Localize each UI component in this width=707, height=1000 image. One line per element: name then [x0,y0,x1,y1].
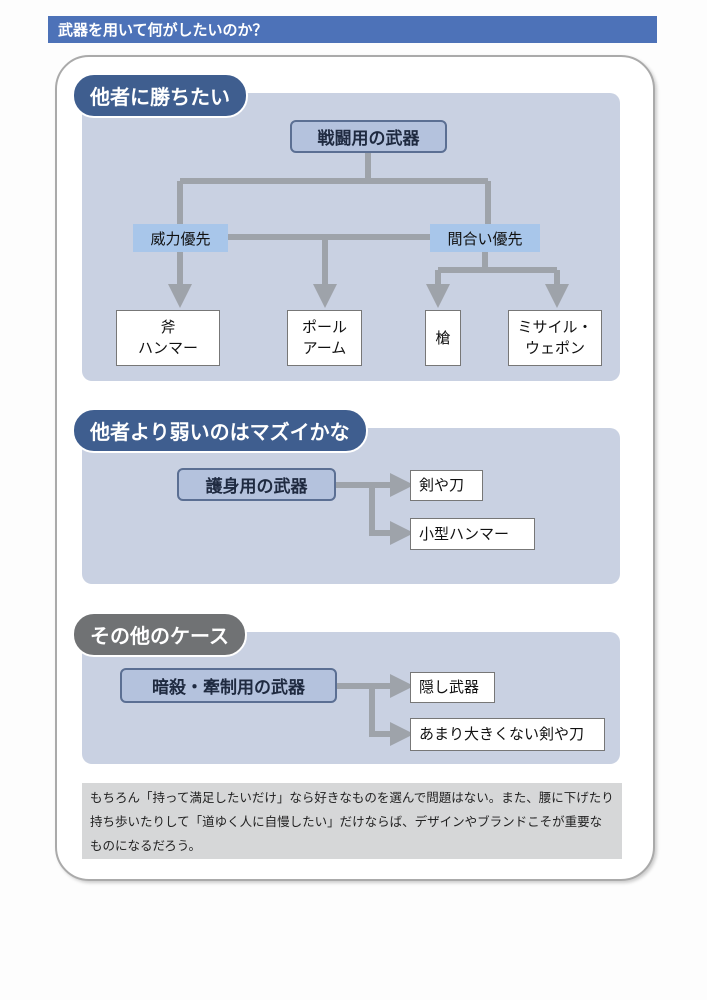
self-defense-connector [336,482,398,536]
reach-connector [438,252,557,273]
section-title-1: 他者に勝ちたい [72,73,248,118]
leaf-hidden-weapon: 隠し武器 [410,672,495,703]
leaf-small-sword: あまり大きくない剣や刀 [410,718,605,751]
leaf-small-hammer: 小型ハンマー [410,518,535,550]
section-title-3: その他のケース [72,612,247,657]
page-title: 武器を用いて何がしたいのか？ [48,16,657,43]
note-box: もちろん「持って満足したいだけ」なら好きなものを選んで問題はない。また、腰に下げ… [82,783,622,859]
section-panel-2 [82,428,620,584]
leaf-axe-hammer: 斧 ハンマー [116,310,220,366]
power-priority-node: 威力優先 [133,224,228,252]
leaf-missile-weapon: ミサイル・ ウェポン [508,310,602,366]
self-defense-weapon-node: 護身用の武器 [177,468,336,501]
root-connector [177,152,491,228]
leaf-spear: 槍 [425,310,461,366]
leaf-sword: 剣や刀 [410,470,483,501]
section-title-2: 他者より弱いのはマズイかな [72,408,368,453]
combat-weapon-node: 戦闘用の武器 [290,120,447,153]
leaf-polearm: ポール アーム [287,310,362,366]
assassination-weapon-node: 暗殺・牽制用の武器 [120,668,337,703]
reach-priority-node: 間合い優先 [430,224,540,252]
other-connector [337,683,398,737]
